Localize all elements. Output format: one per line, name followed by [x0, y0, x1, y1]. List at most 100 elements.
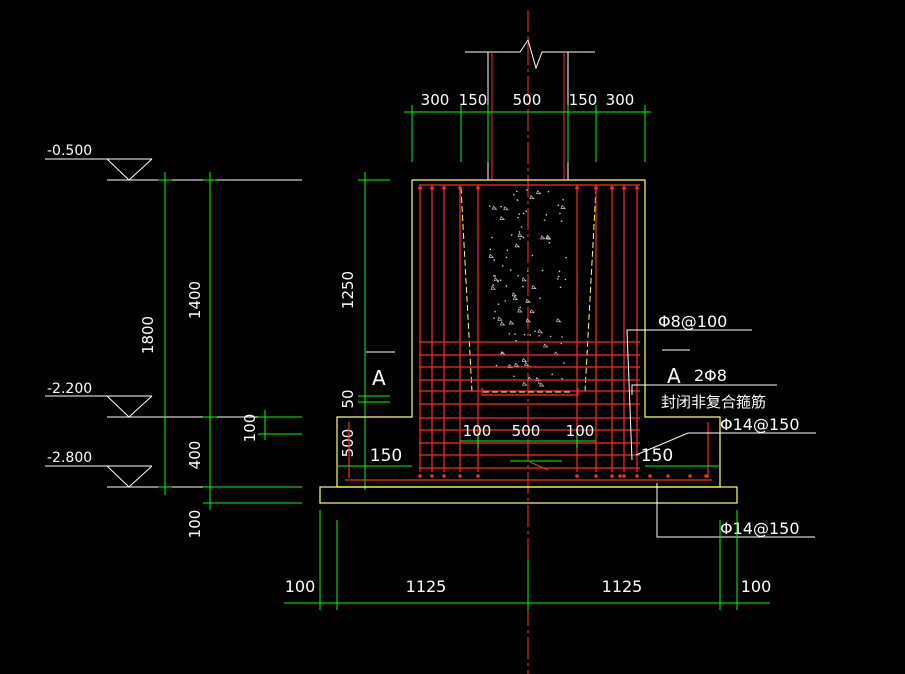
elevation-label-3: -2.800 — [47, 450, 92, 466]
hatch-triangle — [540, 235, 546, 240]
rebar-group — [345, 184, 712, 481]
hatch-dot — [493, 259, 495, 261]
hatch-triangle — [512, 296, 519, 301]
rebar-section-dot — [442, 474, 446, 478]
elevation-marker-2 — [45, 395, 302, 418]
hatch-dot — [518, 231, 521, 233]
hatch-triangle — [503, 206, 509, 211]
hatch-dot — [517, 216, 520, 219]
hatch-dot — [558, 270, 561, 273]
top-dim-300-right: 300 — [606, 91, 635, 109]
elevation-marker-1 — [45, 158, 302, 181]
rebar-section-dot — [622, 186, 626, 190]
hatch-dot — [497, 280, 499, 283]
break-line-icon — [465, 38, 595, 70]
hatch-dot — [510, 234, 513, 236]
section-label-left: A — [372, 366, 386, 390]
callout-leaders — [626, 329, 816, 538]
elevation-marker-3 — [45, 465, 302, 488]
rebar-section-dot — [476, 186, 480, 190]
left-dimension-lines — [158, 172, 302, 510]
hatch-dot — [556, 278, 559, 280]
column-above-bars — [491, 52, 565, 180]
hatch-triangle — [521, 277, 527, 282]
hatch-triangle — [525, 298, 531, 303]
hatch-dot — [538, 382, 540, 384]
rebar-section-dot — [594, 474, 598, 478]
hatch-dot — [505, 285, 508, 287]
rebar-section-dot — [688, 474, 692, 478]
column-above — [465, 38, 595, 180]
hatch-dot — [506, 249, 509, 252]
bottom-dim-1125-right: 1125 — [602, 577, 643, 596]
hatch-dot — [505, 256, 508, 259]
hatch-dot — [526, 189, 528, 191]
rebar-section-dot — [575, 474, 579, 478]
hatch-dot — [559, 286, 562, 289]
hatch-dot — [494, 310, 496, 313]
hatch-dot — [519, 238, 521, 240]
bottom-dim-1125-left: 1125 — [406, 577, 447, 596]
hatch-dot — [534, 330, 536, 332]
hatch-dot — [551, 373, 554, 376]
hatch-triangle — [560, 204, 566, 209]
hatch-triangle — [539, 382, 545, 387]
rebar-section-dot — [458, 186, 462, 190]
hatch-triangle — [511, 292, 518, 297]
hatch-dot — [538, 334, 541, 337]
hatch-triangle — [500, 321, 506, 326]
rebar-section-dot — [476, 474, 480, 478]
hatch-dot — [522, 212, 525, 215]
inner-dimension-lines — [460, 434, 596, 462]
inner-dim-100-left: 100 — [463, 422, 492, 440]
hatch-dot — [561, 378, 563, 380]
hatch-triangle — [525, 318, 532, 323]
callout-top-mesh: Φ14@150 — [720, 415, 800, 434]
dim-cushion: 100 — [186, 510, 204, 539]
dim-pedestal-height: 1250 — [339, 271, 357, 309]
rebar-section-dot — [430, 474, 434, 478]
concrete-hatch — [488, 189, 567, 387]
hatch-dot — [497, 303, 500, 305]
hatch-dot — [561, 336, 563, 338]
rebar-section-dot — [430, 186, 434, 190]
rebar-section-dot — [610, 186, 614, 190]
hatch-dot — [543, 219, 546, 221]
hatch-dot — [539, 297, 541, 300]
hatch-dot — [515, 339, 517, 342]
hatch-dot — [519, 306, 521, 309]
hatch-dot — [549, 335, 552, 338]
hatch-triangle — [514, 243, 521, 248]
rebar-section-dot — [418, 474, 422, 478]
hatch-dot — [488, 205, 491, 207]
hatch-dot — [545, 214, 548, 216]
hatch-triangle — [543, 343, 549, 348]
rebar-section-dot — [610, 474, 614, 478]
hatch-dot — [492, 284, 494, 287]
hatch-dot — [527, 270, 529, 272]
rebar-section-dot — [635, 474, 639, 478]
hatch-triangle — [556, 318, 562, 323]
step-dim-left: 150 — [370, 446, 402, 466]
hatch-dot — [522, 236, 525, 239]
hatch-dot — [489, 248, 492, 251]
hatch-dot — [523, 333, 526, 336]
hatch-dot — [547, 190, 550, 193]
hatch-dot — [520, 226, 523, 228]
rebar-dots — [418, 186, 708, 478]
section-label-right: A — [667, 364, 681, 388]
hatch-dot — [564, 278, 567, 281]
hatch-dot — [513, 375, 515, 378]
rebar-section-dot — [458, 474, 462, 478]
hatch-triangle — [507, 364, 514, 369]
inner-dim-500: 500 — [512, 422, 541, 440]
hatch-dot — [559, 212, 561, 215]
hatch-triangle — [521, 357, 528, 362]
hatch-dot — [516, 199, 519, 201]
hatch-triangle — [522, 381, 528, 386]
rebar-section-dot — [575, 186, 579, 190]
bottom-dimension-lines — [284, 510, 770, 610]
rebar-section-dot — [704, 474, 708, 478]
top-dim-500: 500 — [513, 91, 542, 109]
